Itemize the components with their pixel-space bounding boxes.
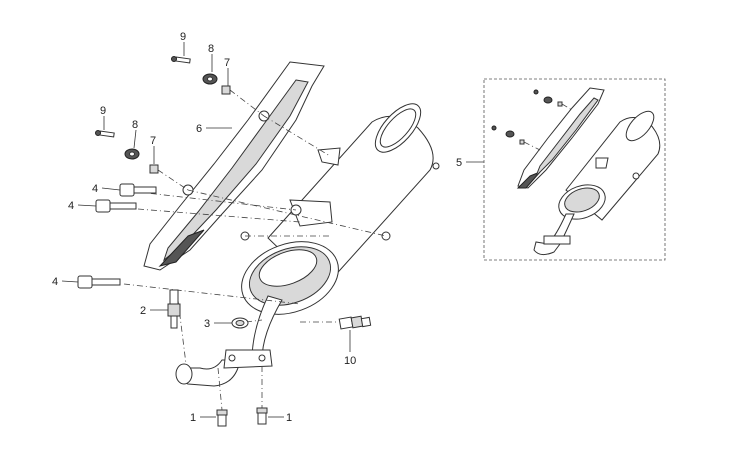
callout-7-top: 7 xyxy=(224,57,230,69)
washer-8-mid xyxy=(124,148,140,160)
callouts: 9 8 7 9 8 7 6 4 4 4 2 3 10 1 1 5 xyxy=(52,31,484,424)
bolt-4-a xyxy=(119,183,157,197)
bolt-4-b xyxy=(95,199,137,213)
nut-7-mid xyxy=(149,164,159,174)
bolt-9-top xyxy=(171,56,191,64)
callout-1-left: 1 xyxy=(190,412,196,424)
nut-7-top xyxy=(221,85,231,95)
heat-shield xyxy=(143,61,325,271)
callout-2: 2 xyxy=(140,305,146,317)
callout-4-b: 4 xyxy=(68,200,74,212)
assembled-inset xyxy=(483,78,666,261)
bolt-9-mid xyxy=(95,130,115,138)
callout-9-mid: 9 xyxy=(100,105,106,117)
stud-1-right xyxy=(256,407,268,425)
callout-10: 10 xyxy=(344,355,356,367)
bolt-4-c xyxy=(77,275,121,289)
callout-5: 5 xyxy=(456,157,462,169)
callout-8-mid: 8 xyxy=(132,119,138,131)
callout-3: 3 xyxy=(204,318,210,330)
muffler xyxy=(240,103,440,315)
callout-7-mid: 7 xyxy=(150,135,156,147)
sensor-2 xyxy=(167,289,181,329)
exhaust-pipe xyxy=(175,295,283,387)
o2-sensor-10 xyxy=(338,315,372,330)
callout-4-a: 4 xyxy=(92,183,98,195)
assembly-lines xyxy=(123,89,387,411)
callout-4-c: 4 xyxy=(52,276,58,288)
stud-1-left xyxy=(216,409,228,427)
callout-8-top: 8 xyxy=(208,43,214,55)
callout-1-right: 1 xyxy=(286,412,292,424)
gasket-3 xyxy=(231,317,249,329)
callout-9-top: 9 xyxy=(180,31,186,43)
washer-8-top xyxy=(202,73,218,85)
callout-6: 6 xyxy=(196,123,202,135)
